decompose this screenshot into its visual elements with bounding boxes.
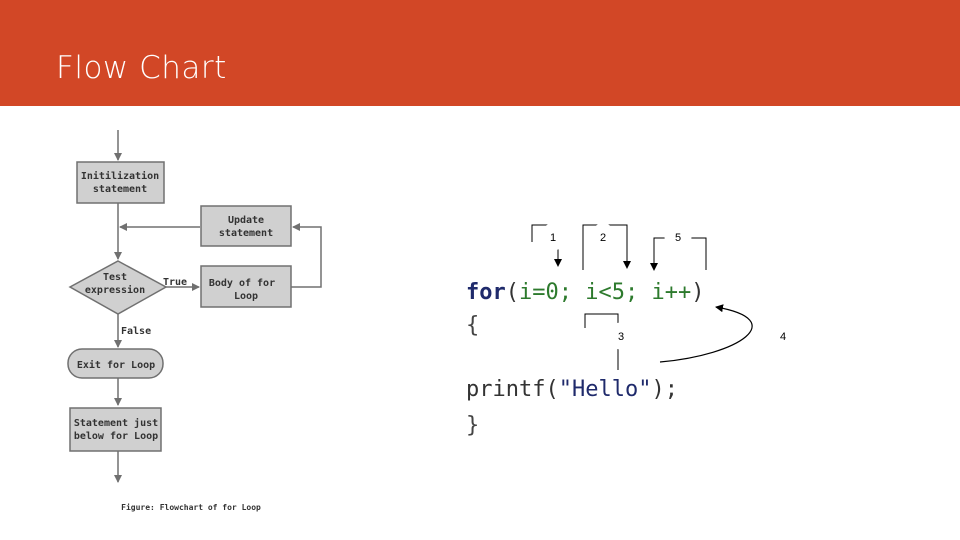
figure-caption: Figure: Flowchart of for Loop [121,502,261,512]
for-close-paren: ) [691,280,704,305]
marker-1-label: 1 [550,232,556,244]
marker-4-label: 4 [780,331,786,343]
body-label-line2: Loop [234,291,258,302]
marker-5-label: 5 [675,232,681,244]
after-label-line2: below for Loop [74,431,158,442]
init-box [76,161,165,204]
marker-3-bracket [584,313,619,330]
update-box [200,205,292,247]
for-increment: i++ [651,280,691,305]
exit-label: Exit for Loop [77,359,155,371]
printf-line: printf("Hello"); [466,377,678,402]
exit-box [67,348,164,379]
true-label: True [163,277,187,288]
marker-2-label: 2 [600,232,606,244]
marker-2 [589,223,617,251]
for-line: for(i=0; i<5; i++) [466,280,704,305]
for-condition: i<5; [585,280,638,305]
update-label-line1: Update [228,215,264,226]
for-keyword: for [466,280,506,305]
flowchart: Initilization statement Update statement… [67,130,322,512]
open-brace: { [466,313,479,338]
update-label-line2: statement [219,228,273,239]
printf-fn: printf [466,377,545,402]
body-label-line1: Body of for [209,278,275,289]
marker-5 [664,223,692,251]
close-brace: } [466,413,479,438]
for-open-paren: ( [506,280,519,305]
body-to-update-arrow [291,223,322,288]
for-init: i=0; [519,280,572,305]
title-bar [0,0,960,106]
marker-4-arrow [659,304,753,363]
test-label-line1: Test [103,272,127,283]
test-diamond [68,260,168,315]
body-box [200,265,292,308]
after-label-line1: Statement just [74,417,158,429]
test-label-line2: expression [85,284,145,296]
printf-string: "Hello" [559,377,652,402]
false-label: False [121,326,151,337]
init-label-line1: Initilization [81,170,159,182]
slide-title: Flow Chart [56,50,227,86]
marker-3 [607,322,635,350]
code-annotation: for(i=0; i<5; i++) { printf("Hello"); } … [466,223,797,438]
after-box [69,407,162,452]
marker-4 [769,322,797,350]
marker-3-label: 3 [618,331,624,343]
init-label-line2: statement [93,184,147,195]
marker-1 [539,223,567,251]
